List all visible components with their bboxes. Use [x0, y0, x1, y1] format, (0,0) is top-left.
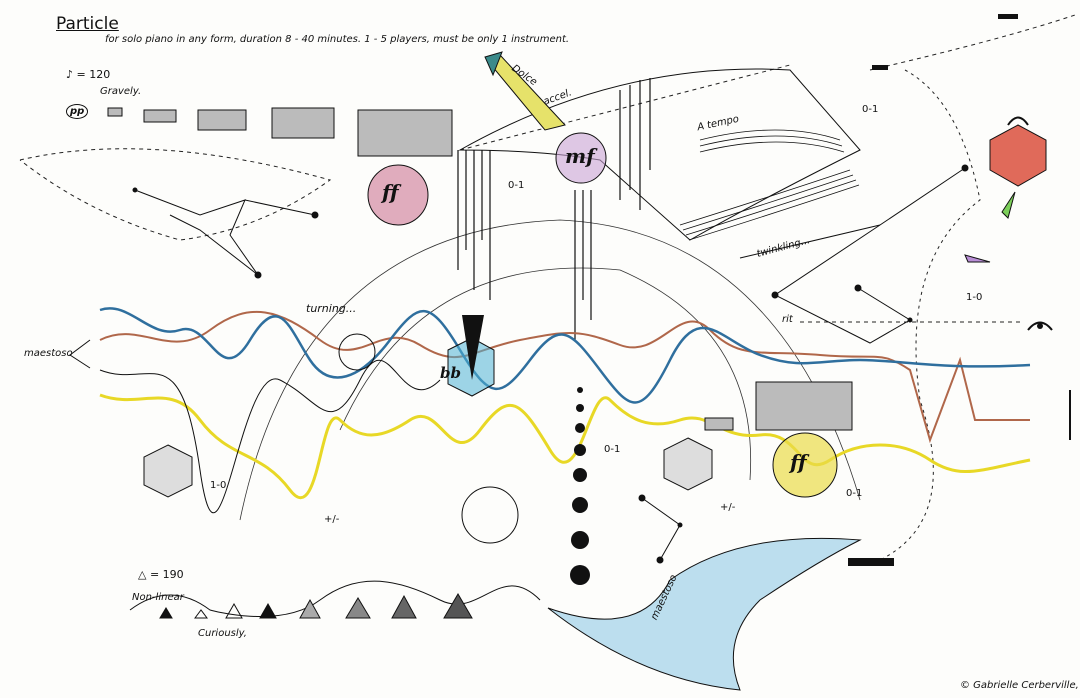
pp-dynamic: pp — [66, 104, 89, 119]
mf-circle — [555, 132, 607, 184]
black-bar — [848, 558, 894, 566]
dashed-arc-right — [869, 14, 1076, 71]
purple-drop — [964, 254, 991, 263]
sunburst-circle — [461, 486, 519, 544]
rit-marking: rit — [782, 314, 793, 325]
arc-large-2 — [339, 267, 752, 481]
dashed-curve-right — [879, 69, 981, 561]
ff-dynamic: ff — [790, 450, 807, 474]
range-label: 0-1 — [846, 488, 863, 499]
score-subtitle: for solo piano in any form, duration 8 -… — [105, 34, 570, 45]
curiously-marking: Curiously, — [198, 628, 247, 639]
range-label: 0-1 — [604, 444, 621, 455]
ff-circle-right — [772, 432, 838, 498]
eye-icon-right — [1027, 321, 1053, 331]
eye-icon-top — [1007, 116, 1029, 126]
dashed-arc-left — [19, 148, 332, 241]
noise-boxes — [107, 107, 853, 431]
black-wave — [99, 359, 441, 514]
turning-marking: turning... — [306, 302, 357, 315]
hexagon-left — [143, 444, 193, 498]
eye-pupil — [1037, 323, 1043, 329]
constellation-left — [132, 187, 319, 279]
range-label: 1-0 — [966, 292, 983, 303]
bb-dynamic: bb — [440, 364, 461, 382]
vertical-lines — [457, 78, 651, 340]
turning-circle — [338, 333, 376, 371]
bottom-triangles — [159, 593, 473, 619]
blue-wave — [99, 307, 1031, 404]
copyright: © Gabrielle Cerberville, 2018 — [960, 680, 1080, 691]
arc-large — [239, 219, 861, 521]
plusminus-label: +/- — [324, 514, 340, 525]
green-drop — [1001, 191, 1016, 219]
mf-dynamic: mf — [565, 144, 595, 168]
dashed-arc-top — [459, 64, 791, 151]
stained-glass-crescent — [547, 537, 862, 691]
plusminus-label: +/- — [720, 502, 736, 513]
ff-circle-top — [367, 164, 429, 226]
black-dash-top — [872, 65, 888, 70]
stained-glass-hexagon — [989, 124, 1047, 187]
range-label: 1-0 — [210, 480, 227, 491]
gravely-marking: Gravely. — [100, 86, 142, 97]
constellation-right — [739, 164, 969, 344]
range-label: 0-1 — [508, 180, 525, 191]
range-label: 0-1 — [862, 104, 879, 115]
bottom-scroll — [129, 580, 541, 618]
ff-dynamic: ff — [382, 180, 399, 204]
dot-column — [570, 387, 590, 585]
music-staff — [679, 129, 860, 241]
dolce-triangle — [484, 51, 503, 77]
black-spike — [462, 315, 484, 380]
constellation-bottom — [638, 494, 683, 564]
score-title: Particle — [56, 14, 119, 34]
tempo-marking: ♪ = 120 — [66, 68, 111, 81]
non-linear-marking: Non-linear — [132, 592, 184, 603]
tempo-marking-2: △ = 190 — [138, 568, 184, 581]
maestoso-hairpin — [69, 339, 91, 369]
hexagon-right — [663, 437, 713, 491]
black-dash-top-right — [998, 14, 1018, 19]
brown-wave — [99, 310, 1030, 444]
maestoso-marking: maestoso — [24, 348, 73, 359]
